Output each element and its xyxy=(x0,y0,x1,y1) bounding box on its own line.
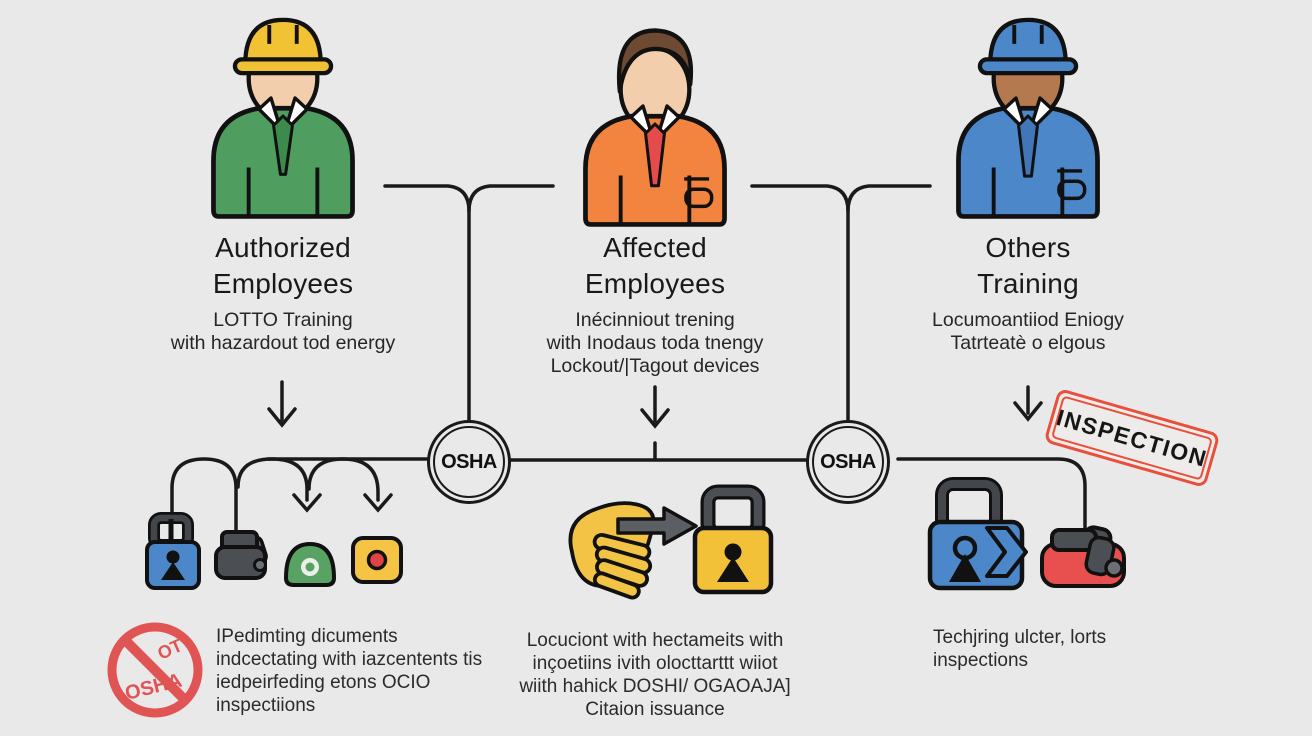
hook-arrow-yellow xyxy=(307,457,393,513)
line-middle-to-junction xyxy=(467,184,555,213)
line-right-to-junction xyxy=(846,184,932,213)
pocket-badge xyxy=(684,187,714,209)
subtext-line: with hazardout tod energy xyxy=(170,332,396,354)
hat-ridges xyxy=(267,25,299,44)
figure-affected-employee xyxy=(583,28,727,227)
bottom-text-line: inçoetiins ivith olocttarttt wiiot xyxy=(532,653,778,674)
pocket-badge xyxy=(1057,179,1087,201)
osha-badge-left: OSHA xyxy=(427,420,511,504)
push-button-green-icon xyxy=(284,542,336,587)
bottom-text-line: inspections xyxy=(933,650,1029,671)
bottom-text-line: Locuciont with hectameits with xyxy=(526,630,784,651)
heading-authorized-employees: Authorized Employees xyxy=(133,230,433,302)
heading-line: Employees xyxy=(212,268,354,299)
transfer-arrow-icon xyxy=(616,506,698,546)
subtext-line: Locumoantiiod Eniogy xyxy=(932,309,1124,331)
bottom-text-line: IPedimting dicuments xyxy=(216,626,398,647)
osha-badge-right: OSHA xyxy=(806,420,890,504)
hair xyxy=(616,28,694,94)
heading-line: Employees xyxy=(584,268,726,299)
figure-others-training xyxy=(956,17,1100,219)
line-left-to-junction xyxy=(383,184,471,431)
heading-line: Affected xyxy=(603,232,707,263)
bottom-text-line: inspectiions xyxy=(216,695,316,716)
subtext-affected: Inécinniout trening with Inodaus toda tn… xyxy=(495,309,815,378)
bottom-text-others: Techjring ulcter, lorts inspections xyxy=(933,626,1173,672)
collar xyxy=(629,104,681,142)
stop-button-yellow-icon xyxy=(351,536,403,584)
jacket-seams xyxy=(618,175,692,225)
hat-brim xyxy=(232,57,334,76)
subtext-line: LOTTO Training xyxy=(213,309,353,331)
subtext-line: Inécinniout trening xyxy=(575,309,735,331)
lockout-device-red-icon xyxy=(1040,525,1126,588)
rail-to-red-device xyxy=(896,457,1087,530)
bottom-text-line: Techjring ulcter, lorts xyxy=(933,627,1107,648)
tie xyxy=(272,114,294,176)
subtext-line: Lockout/|Tagout devices xyxy=(550,355,760,377)
down-arrow-right xyxy=(1013,385,1043,422)
bottom-text-line: iedpeirfeding etons OCIO xyxy=(216,672,431,693)
down-arrow-middle xyxy=(640,385,670,461)
osha-badge-label: OSHA xyxy=(812,426,884,498)
personal-padlock-blue-icon xyxy=(145,512,201,590)
osha-badge-label: OSHA xyxy=(433,426,505,498)
no-osha-sign-icon: OT OSHA xyxy=(107,622,203,718)
hard-hat-icon xyxy=(243,17,323,67)
down-arrow-left xyxy=(267,380,297,428)
heading-line: Others xyxy=(985,232,1071,263)
heading-affected-employees: Affected Employees xyxy=(505,230,805,302)
personal-padlock-yellow-icon xyxy=(692,484,774,595)
figure-authorized-employee xyxy=(211,17,355,219)
hard-hat-icon xyxy=(988,17,1068,67)
hasp-lock-device-icon xyxy=(214,530,268,580)
subtext-others: Locumoantiiod Eniogy Tatrteatè o elgous xyxy=(888,309,1168,355)
heading-line: Authorized xyxy=(215,232,351,263)
hook-arrow-green xyxy=(236,457,322,513)
collar xyxy=(257,96,309,134)
hat-ridges xyxy=(1012,25,1044,44)
subtext-authorized: LOTTO Training with hazardout tod energy xyxy=(113,309,453,355)
jacket-seams xyxy=(246,167,320,217)
bottom-text-line: Citaion issuance xyxy=(585,699,725,720)
collar xyxy=(1002,96,1054,134)
heading-others-training: Others Training xyxy=(878,230,1178,302)
personal-padlock-blue-chevron-icon xyxy=(927,477,1028,591)
subtext-line: Tatrteatè o elgous xyxy=(950,332,1106,354)
bottom-text-line: wiith hahick DOSHI/ OGAOAJA] xyxy=(519,676,791,697)
jacket-seams xyxy=(991,167,1065,217)
heading-line: Training xyxy=(977,268,1079,299)
bottom-text-affected: Locuciont with hectameits with inçoetiin… xyxy=(495,629,815,721)
hat-brim xyxy=(977,57,1079,76)
bottom-text-authorized: IPedimting dicuments indcectating with i… xyxy=(216,625,516,717)
hook-to-blue-lock xyxy=(170,457,238,542)
tie xyxy=(1017,114,1039,178)
subtext-line: with Inodaus toda tnengy xyxy=(546,332,764,354)
line-middle-right-to-junction xyxy=(750,184,850,431)
bottom-text-line: indcectating with iazcentents tis xyxy=(216,649,483,670)
tie xyxy=(644,122,666,188)
